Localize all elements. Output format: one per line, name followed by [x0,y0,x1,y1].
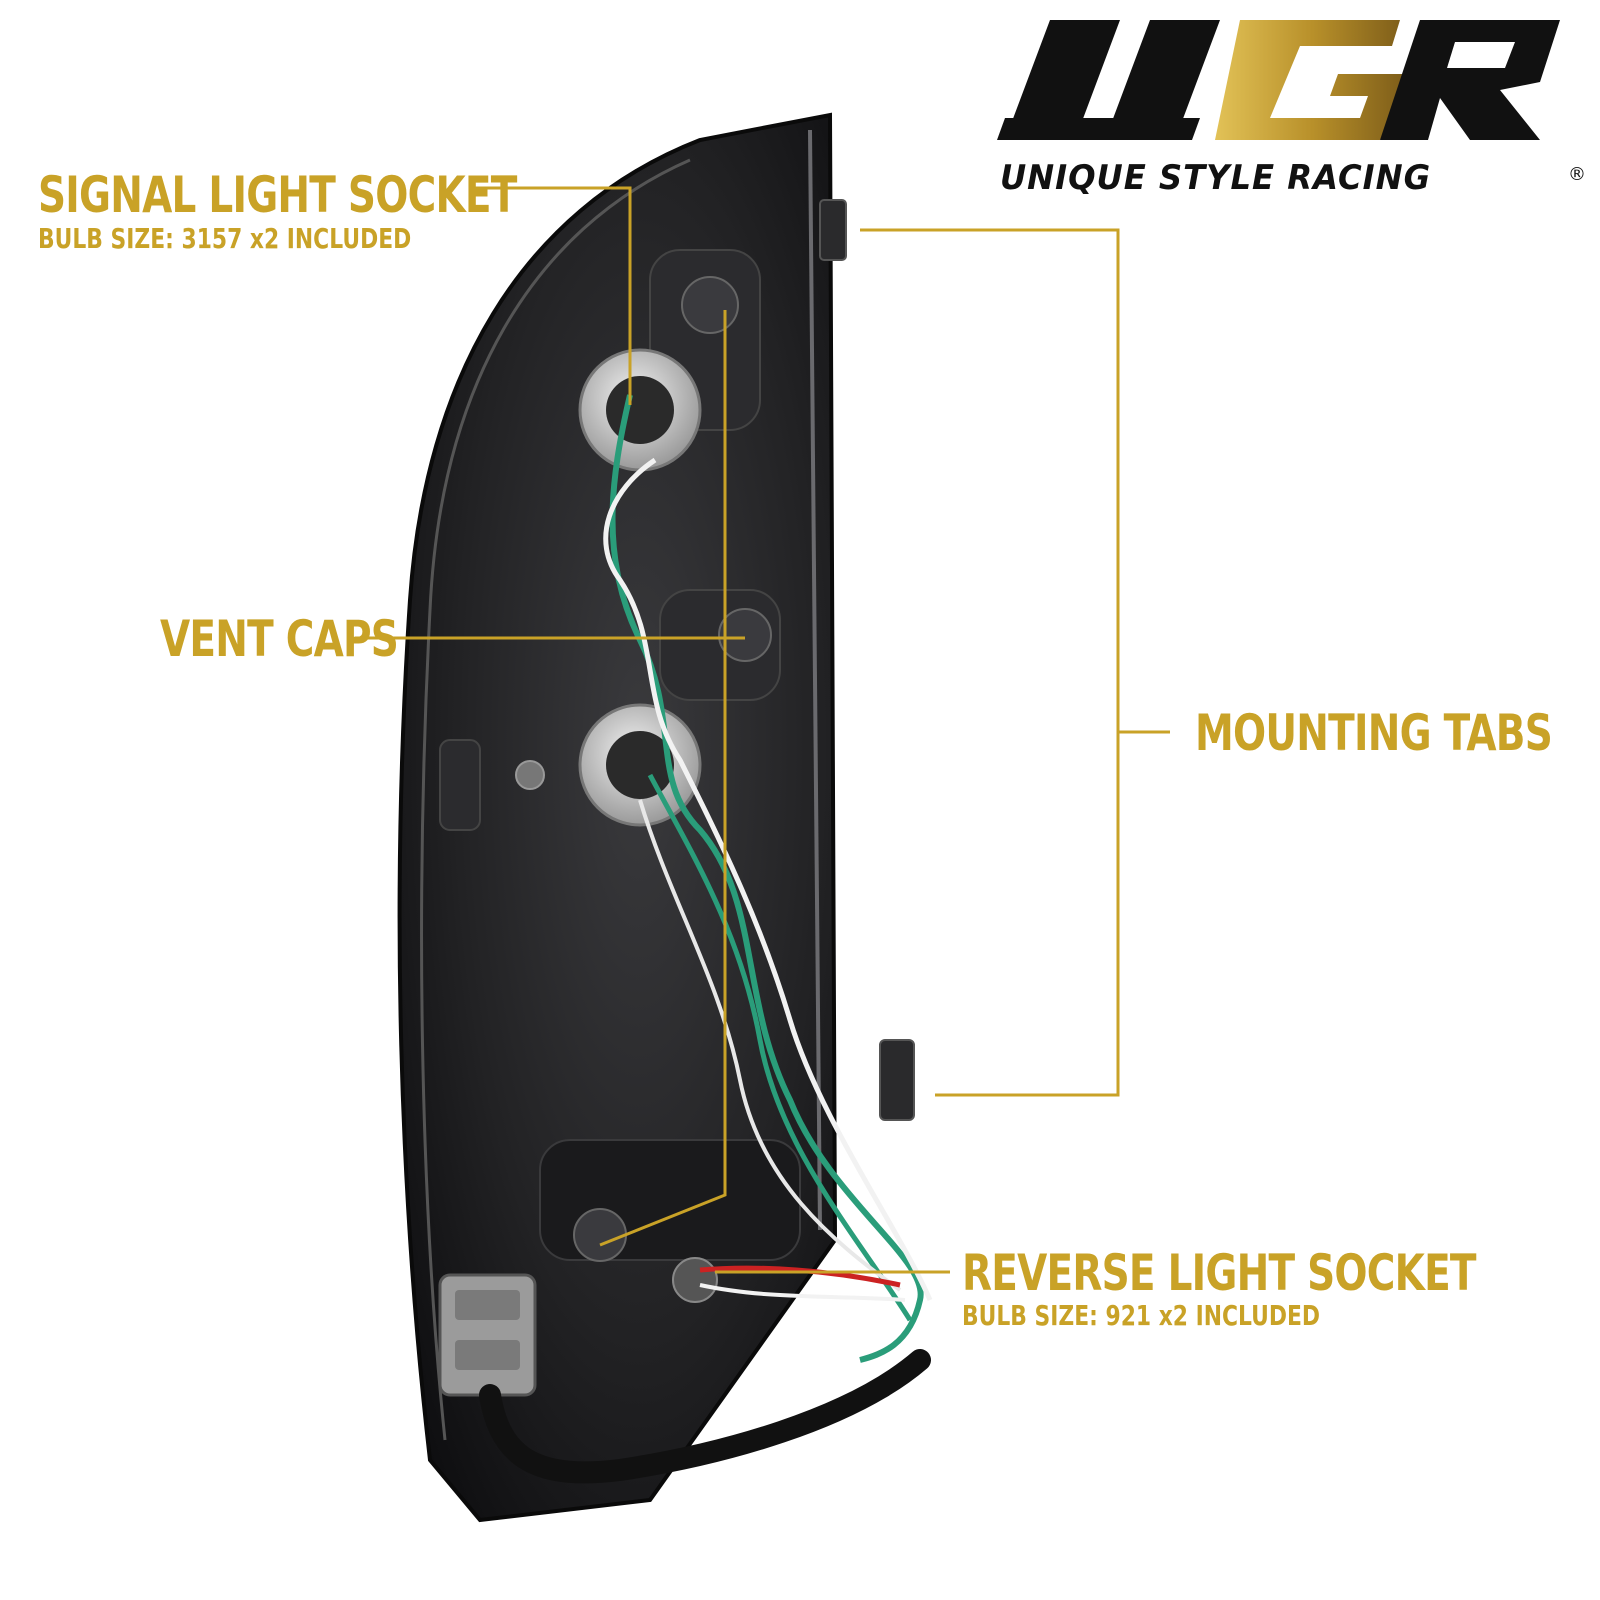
signal-socket-subtitle: BULB SIZE: 3157 x2 INCLUDED [38,222,412,255]
mounting-tabs-title: MOUNTING TABS [1195,704,1553,762]
tail-light-housing [397,112,933,1523]
wire-harness-sleeve [479,1349,931,1484]
signal-socket-title: SIGNAL LIGHT SOCKET [38,166,517,224]
reverse-socket-title: REVERSE LIGHT SOCKET [962,1244,1477,1302]
usr-logo [997,20,1560,140]
leader-mounting-tabs [860,228,1120,1097]
mounting-tab-top [819,199,847,261]
reverse-socket [672,1257,718,1303]
leader-signal-socket [475,186,632,405]
leader-vent-caps-vertical [599,310,727,1247]
mounting-tab-bottom [879,1039,915,1121]
registered-mark: ® [1568,164,1586,185]
reverse-socket-subtitle: BULB SIZE: 921 x2 INCLUDED [962,1299,1321,1332]
vent-cap-middle [718,608,772,662]
vent-caps-title: VENT CAPS [160,610,399,668]
callout-leader-lines [355,186,1170,1274]
vent-cap-top [681,276,739,334]
brand-name: UNIQUE STYLE RACING [1000,158,1432,198]
vent-cap-bottom [573,1208,627,1262]
